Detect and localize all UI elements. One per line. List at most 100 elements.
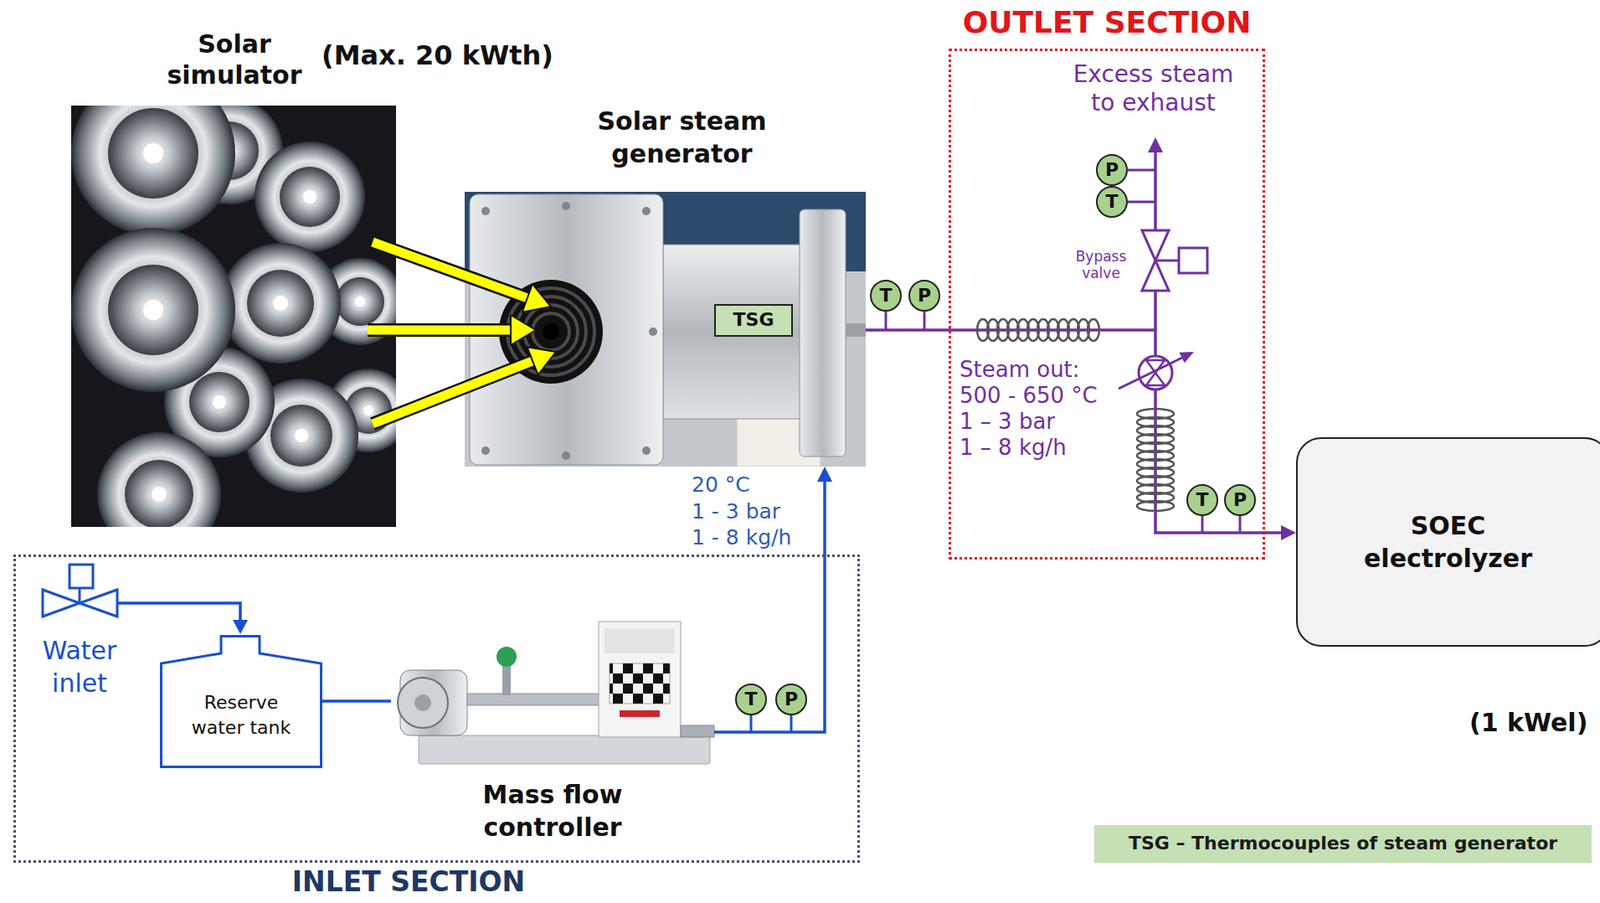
- lamp-reflector: [303, 190, 317, 204]
- mass-flow-controller-photo: [397, 677, 448, 728]
- lamp-reflector: [212, 395, 227, 409]
- tank-outline: [161, 636, 322, 767]
- bypass-valve-symbol: [1155, 259, 1179, 263]
- lamp-reflector: [246, 269, 314, 337]
- sensor-stem: [1201, 515, 1204, 533]
- arrow-outline: [367, 323, 519, 337]
- steam-generator-photo: [464, 191, 866, 467]
- control-valve-symbol: [1138, 355, 1173, 390]
- sensor-stem: [923, 311, 927, 330]
- instrument-circle: T: [1186, 483, 1219, 516]
- node-text: OUTLET SECTION: [915, 4, 1299, 42]
- lamp-reflector: [143, 299, 164, 320]
- lamp-reflector: [294, 428, 309, 443]
- mass-flow-controller-photo: [418, 735, 710, 764]
- control-valve-symbol: [1179, 351, 1195, 363]
- steam-generator-photo: [464, 191, 866, 467]
- light-beam-arrow: [372, 241, 551, 313]
- annotation-label: 1 - 3 bar: [691, 498, 781, 525]
- mass-flow-controller-photo: [467, 693, 602, 705]
- lamp-reflector: [279, 166, 340, 227]
- lamp-reflector: [270, 404, 333, 467]
- sensor-stem: [1127, 169, 1156, 172]
- steam-generator-photo: [561, 451, 571, 460]
- steam-generator-photo: [642, 446, 651, 455]
- node-text: TSG: [715, 305, 792, 335]
- arrow-head: [522, 283, 551, 313]
- lamp-reflector: [335, 277, 385, 326]
- connector-line: [367, 325, 519, 335]
- mass-flow-controller-photo: [609, 663, 670, 704]
- steam-generator-photo: [642, 206, 651, 216]
- lamp-reflector: [143, 143, 164, 164]
- lamp-reflector: [151, 486, 167, 502]
- node-text: T: [871, 281, 901, 310]
- lamp-reflector: [189, 371, 250, 433]
- arrow-head: [817, 466, 833, 482]
- water-tank: Reserve water tank: [159, 634, 323, 768]
- outlet-section: OUTLET SECTIONPTTP: [948, 48, 1266, 560]
- lamp-reflector: [71, 105, 397, 527]
- instrument-circle: P: [908, 279, 941, 312]
- annotation-label: 500 - 650 °C: [959, 382, 1098, 409]
- sensor-stem: [751, 169, 1240, 732]
- water-inlet-valve: [42, 564, 118, 617]
- node-text: P: [776, 684, 806, 714]
- control-valve-symbol: [1118, 357, 1183, 389]
- mass-flow-controller-photo: [619, 709, 660, 717]
- water-inlet-valve: [79, 589, 118, 617]
- connector-line: [322, 699, 391, 703]
- mass-flow-controller-photo: [496, 646, 517, 667]
- annotation-label: 1 - 8 kg/h: [691, 524, 792, 551]
- lamp-reflector: [124, 459, 194, 527]
- thermocouple-tag: TSG: [714, 303, 793, 337]
- steam-generator-photo: [532, 313, 570, 350]
- steam-generator-photo: [845, 323, 866, 337]
- heating-coil: [1136, 500, 1174, 511]
- instrument-circle: P: [1095, 154, 1128, 186]
- node-text: Solar steam generator: [591, 104, 772, 170]
- lamp-reflector: [220, 242, 341, 364]
- steam-generator-photo: [648, 327, 658, 336]
- arrow-outline: [372, 358, 540, 424]
- bypass-valve-symbol: [1142, 230, 1208, 291]
- sensor-stem: [790, 715, 793, 732]
- water-inlet-pipe: [117, 602, 248, 634]
- mass-flow-controller-photo: [604, 627, 675, 654]
- annotation-label: 20 °C: [691, 471, 751, 498]
- legend-swatch: TSG – Thermocouples of steam generator: [1094, 824, 1592, 863]
- node-text: INLET SECTION: [241, 865, 577, 898]
- lamp-reflector: [71, 227, 236, 392]
- instrument-circle: T: [869, 279, 902, 312]
- steam-generator-photo: [481, 446, 490, 455]
- heating-coil: [1087, 318, 1100, 341]
- lamp-reflector: [254, 141, 366, 253]
- water-inlet-valve: [42, 589, 80, 617]
- solar-simulator-photo: [71, 105, 397, 527]
- arrow-head: [526, 346, 556, 376]
- control-valve-symbol: [1118, 351, 1194, 390]
- inlet-section: INLET SECTIONReserve water tankMass flow…: [13, 554, 860, 863]
- node-text: SOEC electrolyzer: [1358, 509, 1539, 575]
- water-inlet-valve: [78, 587, 82, 603]
- arrow-head: [510, 314, 536, 345]
- instrument-circle: T: [1095, 185, 1128, 218]
- steam-generator-photo: [542, 323, 560, 340]
- connector-line: [372, 358, 540, 424]
- annotation-label: 1 – 8 kg/h: [959, 434, 1067, 461]
- node-text: P: [910, 281, 939, 310]
- connector-line: [372, 241, 535, 301]
- annotation-label: Bypass valve: [1066, 247, 1136, 282]
- node-text: Mass flow controller: [473, 777, 633, 844]
- instrument-circle: T: [735, 683, 767, 716]
- water-pipe: [322, 700, 391, 702]
- sensor-stem: [750, 715, 753, 732]
- annotation-label: 1 – 3 bar: [959, 408, 1055, 435]
- annotation-label: Excess steam to exhaust: [1067, 60, 1240, 118]
- bypass-valve-symbol: [1142, 230, 1169, 261]
- steam-generator-photo: [799, 209, 846, 457]
- node-text: Reserve water tank: [186, 689, 296, 741]
- lamp-reflector: [108, 108, 199, 199]
- bypass-valve-symbol: [1178, 247, 1208, 273]
- steam-pipe: [865, 329, 1297, 541]
